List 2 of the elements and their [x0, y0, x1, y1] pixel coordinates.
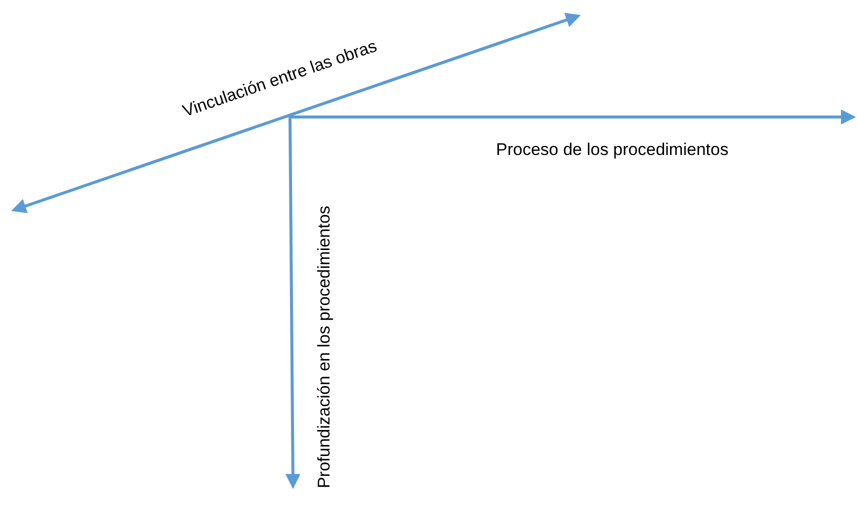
axis-label: Proceso de los procedimientos [496, 140, 728, 160]
axis-label: Profundización en los procedimientos [314, 206, 334, 488]
